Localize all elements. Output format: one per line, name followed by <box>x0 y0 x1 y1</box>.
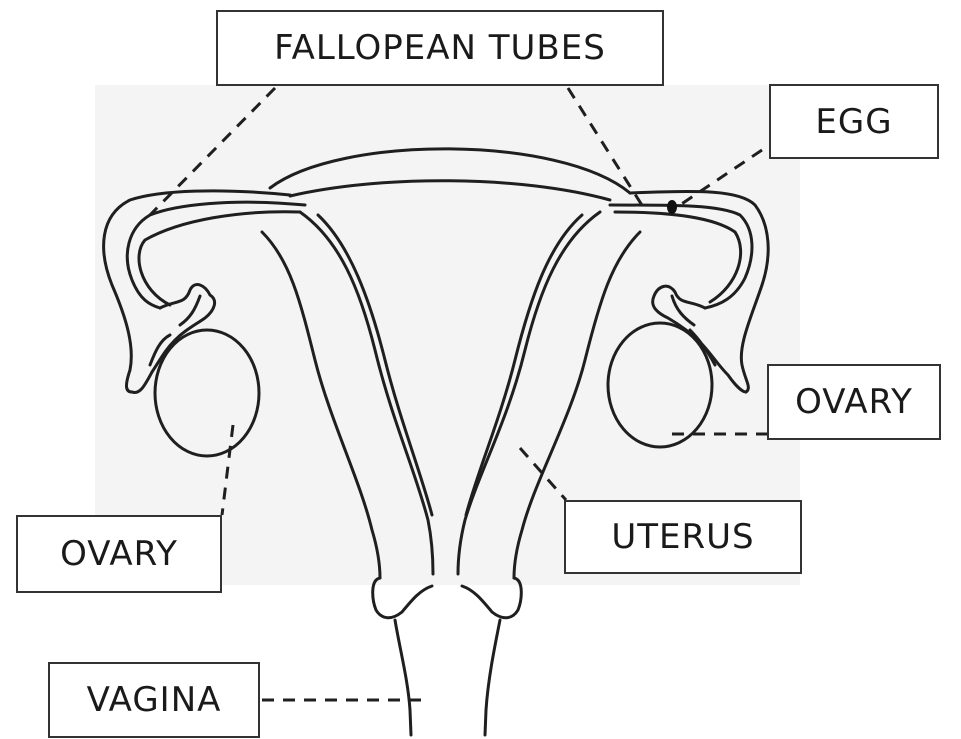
label-egg: EGG <box>769 84 939 159</box>
label-uterus: UTERUS <box>564 500 802 574</box>
label-vagina: VAGINA <box>48 662 260 738</box>
vagina-wall-right <box>485 620 500 735</box>
egg-cell <box>667 200 677 214</box>
label-fallopean-tubes: FALLOPEAN TUBES <box>216 10 664 86</box>
label-ovary-left: OVARY <box>16 515 222 593</box>
vagina-wall-left <box>395 620 411 735</box>
label-ovary-right: OVARY <box>767 364 941 440</box>
